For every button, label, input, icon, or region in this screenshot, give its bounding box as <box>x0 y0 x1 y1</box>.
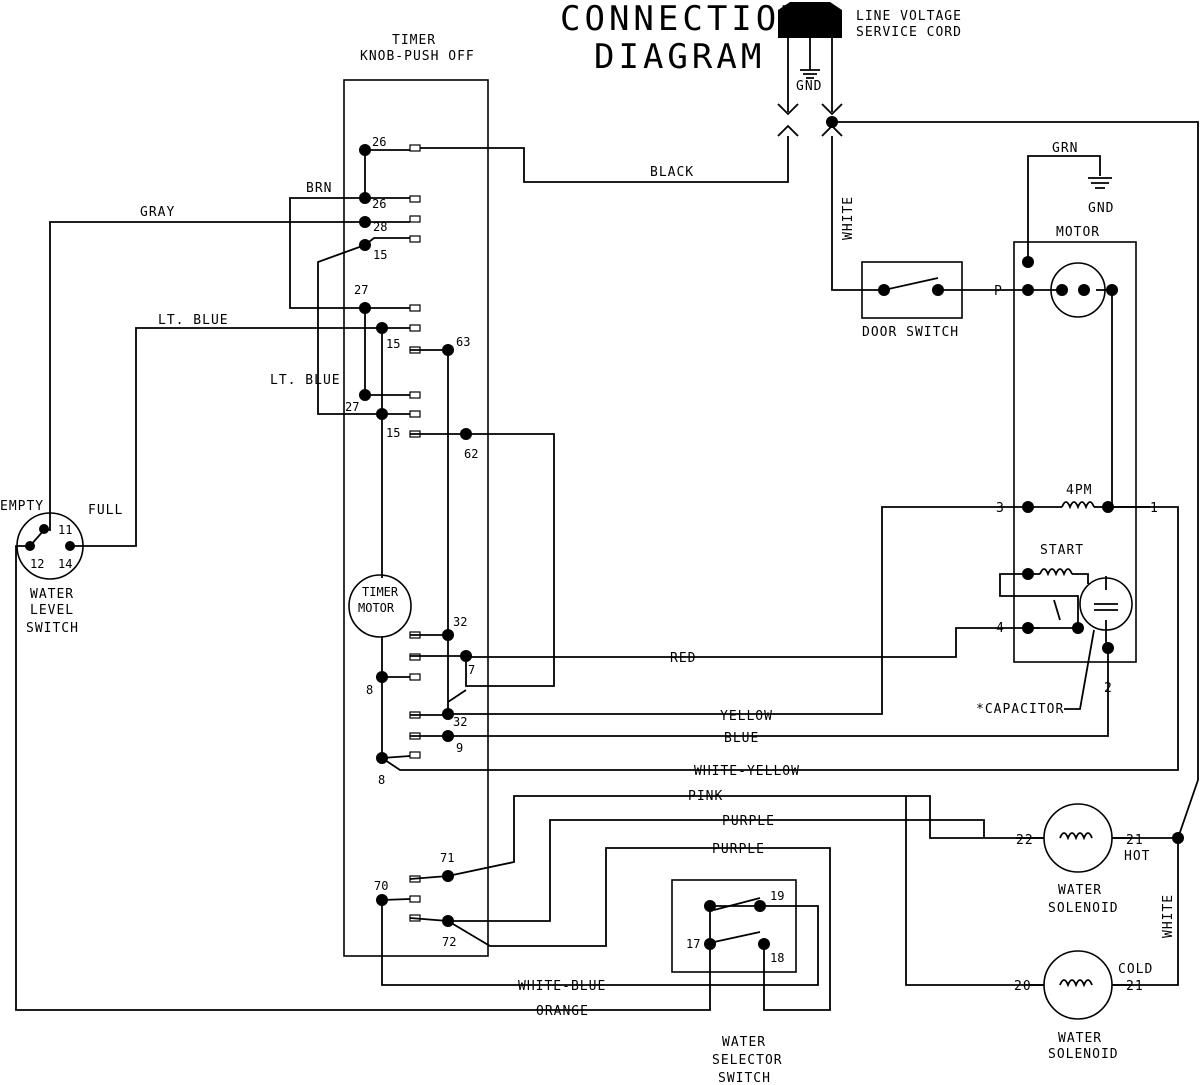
cord-label-line1: LINE VOLTAGE <box>856 9 962 24</box>
diagram-title-line2: DIAGRAM <box>594 37 765 77</box>
water-level-name-line1: WATER <box>30 587 74 602</box>
timer-contact-tabs <box>409 144 421 922</box>
timer-terminal-7: 7 <box>468 663 475 677</box>
cord-gnd-label: GND <box>796 79 822 94</box>
service-cord-plug <box>777 2 843 137</box>
wire-label-lt-blue-2: LT. BLUE <box>270 373 341 388</box>
timer-terminal-70: 70 <box>374 879 388 893</box>
selector-terminal-18: 18 <box>770 951 784 965</box>
solenoid-hot-label: HOT <box>1124 849 1150 864</box>
water-level-name-line3: SWITCH <box>26 621 79 636</box>
motor-label: MOTOR <box>1056 225 1100 240</box>
water-selector-switch-box <box>671 879 797 973</box>
water-level-name-line2: LEVEL <box>30 603 74 618</box>
wire-label-red: RED <box>670 651 696 666</box>
capacitor-leader <box>1064 629 1095 710</box>
external-wires <box>15 121 1199 1011</box>
wire-label-gray: GRAY <box>140 205 175 220</box>
wire-label-black: BLACK <box>650 165 694 180</box>
timer-terminal-72: 72 <box>442 935 456 949</box>
solenoid-cold-name-line1: WATER <box>1058 1031 1102 1046</box>
selector-name-line1: WATER <box>722 1035 766 1050</box>
timer-internal-wiring <box>364 149 467 922</box>
timer-terminal-32b: 32 <box>453 715 467 729</box>
timer-title-line2: KNOB-PUSH OFF <box>360 49 475 64</box>
water-solenoid-hot <box>1016 803 1132 873</box>
timer-motor <box>348 574 412 638</box>
timer-terminal-28: 28 <box>373 220 387 234</box>
water-level-terminal-12: 12 <box>30 557 44 571</box>
timer-terminal-71: 71 <box>440 851 454 865</box>
timer-terminal-63: 63 <box>456 335 470 349</box>
motor-terminal-3: 3 <box>996 501 1005 516</box>
wire-label-yellow: YELLOW <box>720 709 773 724</box>
diagram-title-line1: CONNECTION <box>560 0 805 39</box>
solenoid-cold-terminal-21: 21 <box>1126 979 1144 994</box>
solenoid-cold-terminal-20: 20 <box>1014 979 1032 994</box>
motor-terminal-2: 2 <box>1104 681 1113 696</box>
wire-label-white: WHITE <box>841 196 856 240</box>
motor-ground-symbol <box>1027 155 1112 262</box>
connection-dots <box>25 116 1184 950</box>
motor-terminal-p: P <box>994 284 1003 299</box>
capacitor-label: *CAPACITOR <box>976 702 1064 717</box>
wire-label-pink: PINK <box>688 789 723 804</box>
wire-label-white-vertical: WHITE <box>1161 894 1176 938</box>
solenoid-hot-name-line1: WATER <box>1058 883 1102 898</box>
solenoid-hot-terminal-21: 21 <box>1126 833 1144 848</box>
motor-internal-wiring <box>999 262 1133 648</box>
motor-start-label: START <box>1040 543 1084 558</box>
solenoid-hot-terminal-22: 22 <box>1016 833 1034 848</box>
wire-label-white-blue: WHITE-BLUE <box>518 979 606 994</box>
timer-motor-label-line1: TIMER <box>362 585 399 599</box>
motor-4pm-label: 4PM <box>1066 483 1092 498</box>
timer-terminal-32a: 32 <box>453 615 467 629</box>
water-level-terminal-14: 14 <box>58 557 72 571</box>
timer-title-line1: TIMER <box>392 33 436 48</box>
water-level-empty-label: EMPTY <box>0 499 44 514</box>
water-solenoid-cold <box>1030 950 1132 1020</box>
wire-label-blue: BLUE <box>724 731 759 746</box>
cord-label-line2: SERVICE CORD <box>856 25 962 40</box>
wire-label-purple-1: PURPLE <box>722 814 775 829</box>
timer-box <box>343 79 489 957</box>
motor-gnd-label: GND <box>1088 201 1114 216</box>
door-switch-contact <box>883 277 939 291</box>
wire-label-orange: ORANGE <box>536 1004 589 1019</box>
timer-terminal-62: 62 <box>464 447 478 461</box>
wire-label-brn: BRN <box>306 181 332 196</box>
motor-terminal-1: 1 <box>1150 501 1159 516</box>
motor-box <box>1013 241 1137 663</box>
timer-terminal-8a: 8 <box>366 683 373 697</box>
timer-terminal-9: 9 <box>456 741 463 755</box>
door-switch-label: DOOR SWITCH <box>862 325 959 340</box>
water-level-terminal-11: 11 <box>58 523 72 537</box>
timer-terminal-27b: 27 <box>345 400 359 414</box>
solenoid-cold-label: COLD <box>1118 962 1153 977</box>
wire-label-white-yellow: WHITE-YELLOW <box>694 764 800 779</box>
motor-grn-label: GRN <box>1052 141 1078 156</box>
selector-terminal-17: 17 <box>686 937 700 951</box>
timer-terminal-15a: 15 <box>373 248 387 262</box>
selector-name-line3: SWITCH <box>718 1071 771 1085</box>
timer-terminal-15c: 15 <box>386 426 400 440</box>
water-level-full-label: FULL <box>88 503 123 518</box>
timer-terminal-26a: 26 <box>372 135 386 149</box>
timer-terminal-8b: 8 <box>378 773 385 787</box>
timer-terminal-15b: 15 <box>386 337 400 351</box>
motor-terminal-4: 4 <box>996 621 1005 636</box>
solenoid-hot-name-line2: SOLENOID <box>1048 901 1119 916</box>
timer-terminal-27a: 27 <box>354 283 368 297</box>
selector-name-line2: SELECTOR <box>712 1053 783 1068</box>
timer-terminal-26b: 26 <box>372 197 386 211</box>
solenoid-cold-name-line2: SOLENOID <box>1048 1047 1119 1062</box>
wire-label-lt-blue-1: LT. BLUE <box>158 313 229 328</box>
timer-motor-label-line2: MOTOR <box>358 601 395 615</box>
wire-label-purple-2: PURPLE <box>712 842 765 857</box>
selector-terminal-19: 19 <box>770 889 784 903</box>
